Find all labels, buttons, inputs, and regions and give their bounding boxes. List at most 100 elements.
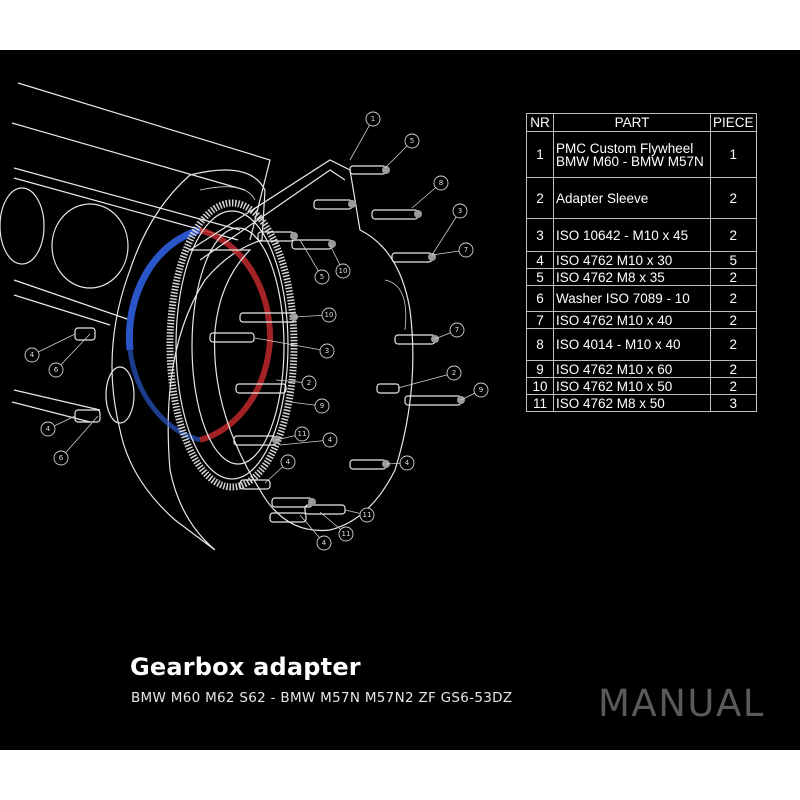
row-piece: 2 [710,268,757,286]
bolts [74,165,465,523]
callout-number: 4 [30,351,35,359]
row-nr: 10 [526,377,554,395]
row-part: ISO 10642 - M10 x 45 [553,218,711,252]
row-nr: 3 [526,218,554,252]
header-nr: NR [526,113,554,132]
callout-leader-line [349,118,374,161]
callout-leader-line [254,337,328,352]
row-piece: 2 [710,285,757,312]
callout-circle [365,111,381,127]
callout-number: 4 [286,458,291,466]
callout-circle [280,454,296,470]
callout-circle [294,426,310,442]
row-part: ISO 4014 - M10 x 40 [553,328,711,361]
callout-circle [452,203,468,219]
row-piece: 2 [710,328,757,361]
row-part: ISO 4762 M10 x 50 [553,377,711,395]
callout-number: 5 [410,137,414,145]
callout-number: 11 [298,430,307,438]
callout-circle [314,398,330,414]
callout-circle [338,526,354,542]
callout-circle [433,175,449,191]
row-part: ISO 4762 M10 x 30 [553,251,711,269]
callout-number: 9 [479,386,483,394]
bellhousing [111,169,266,551]
row-piece: 5 [710,251,757,269]
table-row: 11 ISO 4762 M8 x 50 3 [526,394,757,412]
callout-leader-line [31,333,76,356]
callout-circle [449,322,465,338]
callout-circle [322,432,338,448]
row-part: ISO 4762 M8 x 50 [553,394,711,412]
callout-number: 11 [342,530,351,538]
callout-number: 3 [458,207,462,215]
row-nr: 6 [526,285,554,312]
row-part: ISO 4762 M10 x 40 [553,311,711,329]
row-nr: 9 [526,360,554,378]
callout-circle [399,455,415,471]
header-part: PART [553,113,711,132]
engine-block [0,82,271,424]
parts-table: NR PART PIECE 1 PMC Custom Flywheel BMW … [526,113,757,412]
table-row: 3 ISO 10642 - M10 x 45 2 [526,218,757,252]
manual-watermark: MANUAL [598,682,765,725]
callout-leader-line [431,210,461,256]
callout-number: 7 [464,246,468,254]
callout-number: 2 [452,369,456,377]
callout-number: 4 [405,459,410,467]
callout-number: 3 [325,347,329,355]
callout-circle [316,535,332,551]
table-row: 7 ISO 4762 M10 x 40 2 [526,311,757,329]
row-piece: 2 [710,218,757,252]
adapter-plate [187,159,414,532]
row-part: PMC Custom Flywheel BMW M60 - BMW M57N [553,131,711,178]
callout-number: 7 [455,326,459,334]
row-piece: 2 [710,360,757,378]
callout-number: 5 [320,273,324,281]
callout-number: 2 [307,379,311,387]
callout-number: 4 [328,436,333,444]
table-row: 6 Washer ISO 7089 - 10 2 [526,285,757,312]
row-piece: 3 [710,394,757,412]
table-row: 9 ISO 4762 M10 x 60 2 [526,360,757,378]
callout-circle [473,382,489,398]
table-row: 1 PMC Custom Flywheel BMW M60 - BMW M57N… [526,131,757,178]
row-part: Adapter Sleeve [553,177,711,219]
table-row: 8 ISO 4014 - M10 x 40 2 [526,328,757,361]
callout-number: 8 [439,179,443,187]
callout-circle [458,242,474,258]
callout-circle [48,362,64,378]
callout-circle [319,343,335,359]
page-title: Gearbox adapter [130,653,361,681]
row-part: ISO 4762 M10 x 60 [553,360,711,378]
callout-leader-line [55,333,91,371]
callout-circle [40,421,56,437]
pmc-logo [125,226,274,443]
callout-leader-line [397,372,455,389]
table-row: 10 ISO 4762 M10 x 50 2 [526,377,757,395]
callout-number: 11 [363,511,372,519]
row-piece: 2 [710,311,757,329]
row-piece: 2 [710,177,757,219]
callout-number: 9 [320,402,324,410]
callout-circle [404,133,420,149]
row-nr: 8 [526,328,554,361]
parts-table-header: NR PART PIECE [526,113,757,132]
callout-circle [335,263,351,279]
callout-number: 6 [59,454,64,462]
table-row: 4 ISO 4762 M10 x 30 5 [526,251,757,269]
row-nr: 4 [526,251,554,269]
row-part-line1: PMC Custom Flywheel [556,140,694,156]
callout-leader-line [60,415,99,459]
callout-circle [446,365,462,381]
table-row: 2 Adapter Sleeve 2 [526,177,757,219]
callout-circle [359,507,375,523]
row-part: ISO 4762 M8 x 35 [553,268,711,286]
callout-number: 6 [54,366,59,374]
callout-circle [321,307,337,323]
callout-circle [301,375,317,391]
table-row: 5 ISO 4762 M8 x 35 2 [526,268,757,286]
